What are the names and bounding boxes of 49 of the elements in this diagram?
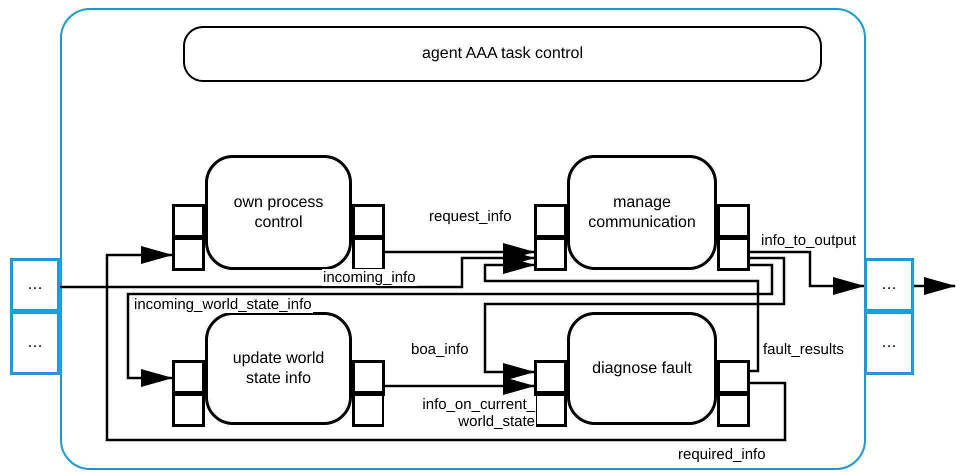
port-box (352, 237, 385, 271)
edge-label: info_to_output (760, 232, 858, 249)
edge-label: required_info (677, 446, 767, 463)
node-label: … (881, 275, 897, 295)
connector-arrow (914, 277, 956, 295)
port-box (717, 360, 750, 394)
port-box (717, 204, 750, 238)
node-label: … (27, 275, 43, 295)
process-box (567, 155, 717, 270)
title-box (183, 26, 822, 82)
port-box (534, 204, 567, 238)
edge-label: request_info (428, 208, 513, 225)
node-label: own process control (232, 192, 324, 232)
node-label: … (881, 333, 897, 353)
port-box (172, 393, 205, 427)
port-box (534, 393, 567, 427)
node-label: update world state info (232, 348, 326, 388)
node-label: agent AAA task control (422, 44, 583, 64)
io-port-box (864, 311, 914, 375)
port-box (352, 204, 385, 238)
connector-arrow (106, 246, 786, 442)
io-port-box (10, 258, 60, 312)
port-box (352, 393, 385, 427)
io-port-box (10, 311, 60, 375)
agent-frame (60, 8, 866, 470)
connector-arrow (484, 256, 786, 381)
io-port-box (864, 258, 914, 312)
edge-label: incoming_info (322, 269, 417, 286)
edge-label: fault_results (762, 341, 845, 358)
connector-arrow (126, 264, 774, 387)
edge-label: incoming_world_state_info (133, 296, 313, 313)
port-box (172, 237, 205, 271)
edge-label: info_on_current_ world_state (384, 396, 536, 430)
port-box (717, 393, 750, 427)
port-box (172, 360, 205, 394)
port-box (352, 360, 385, 394)
process-box (205, 312, 352, 425)
port-box (534, 237, 567, 271)
connector-arrow (385, 377, 535, 395)
node-label: manage communication (587, 192, 697, 232)
port-box (534, 360, 567, 394)
process-box (567, 312, 717, 425)
edge-label: boa_info (410, 341, 470, 358)
port-box (717, 237, 750, 271)
process-box (205, 155, 352, 270)
node-label: diagnose fault (592, 358, 692, 378)
node-label: … (27, 333, 43, 353)
port-box (172, 204, 205, 238)
connector-arrow (750, 250, 865, 295)
